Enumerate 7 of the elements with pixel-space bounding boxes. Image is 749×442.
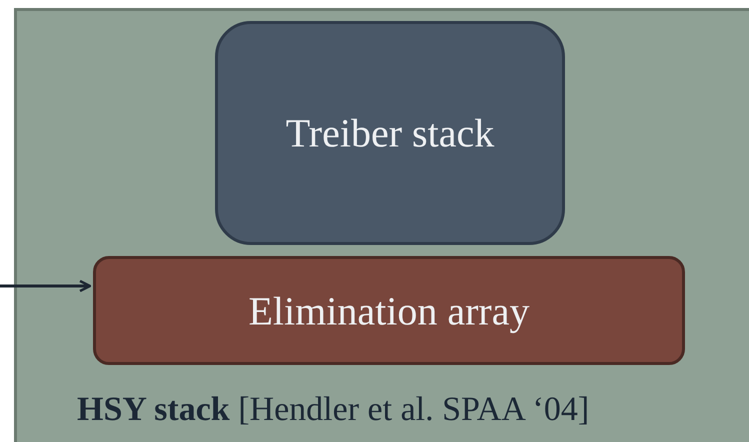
array-box [93, 256, 685, 365]
citation-caption: HSY stack [Hendler et al. SPAA ‘04] [77, 391, 590, 429]
stack-box [215, 21, 565, 245]
outer-panel [14, 8, 749, 442]
box-label: Elimination array [248, 287, 530, 334]
box-label: Treiber stack [286, 110, 494, 156]
arrow [0, 280, 92, 292]
